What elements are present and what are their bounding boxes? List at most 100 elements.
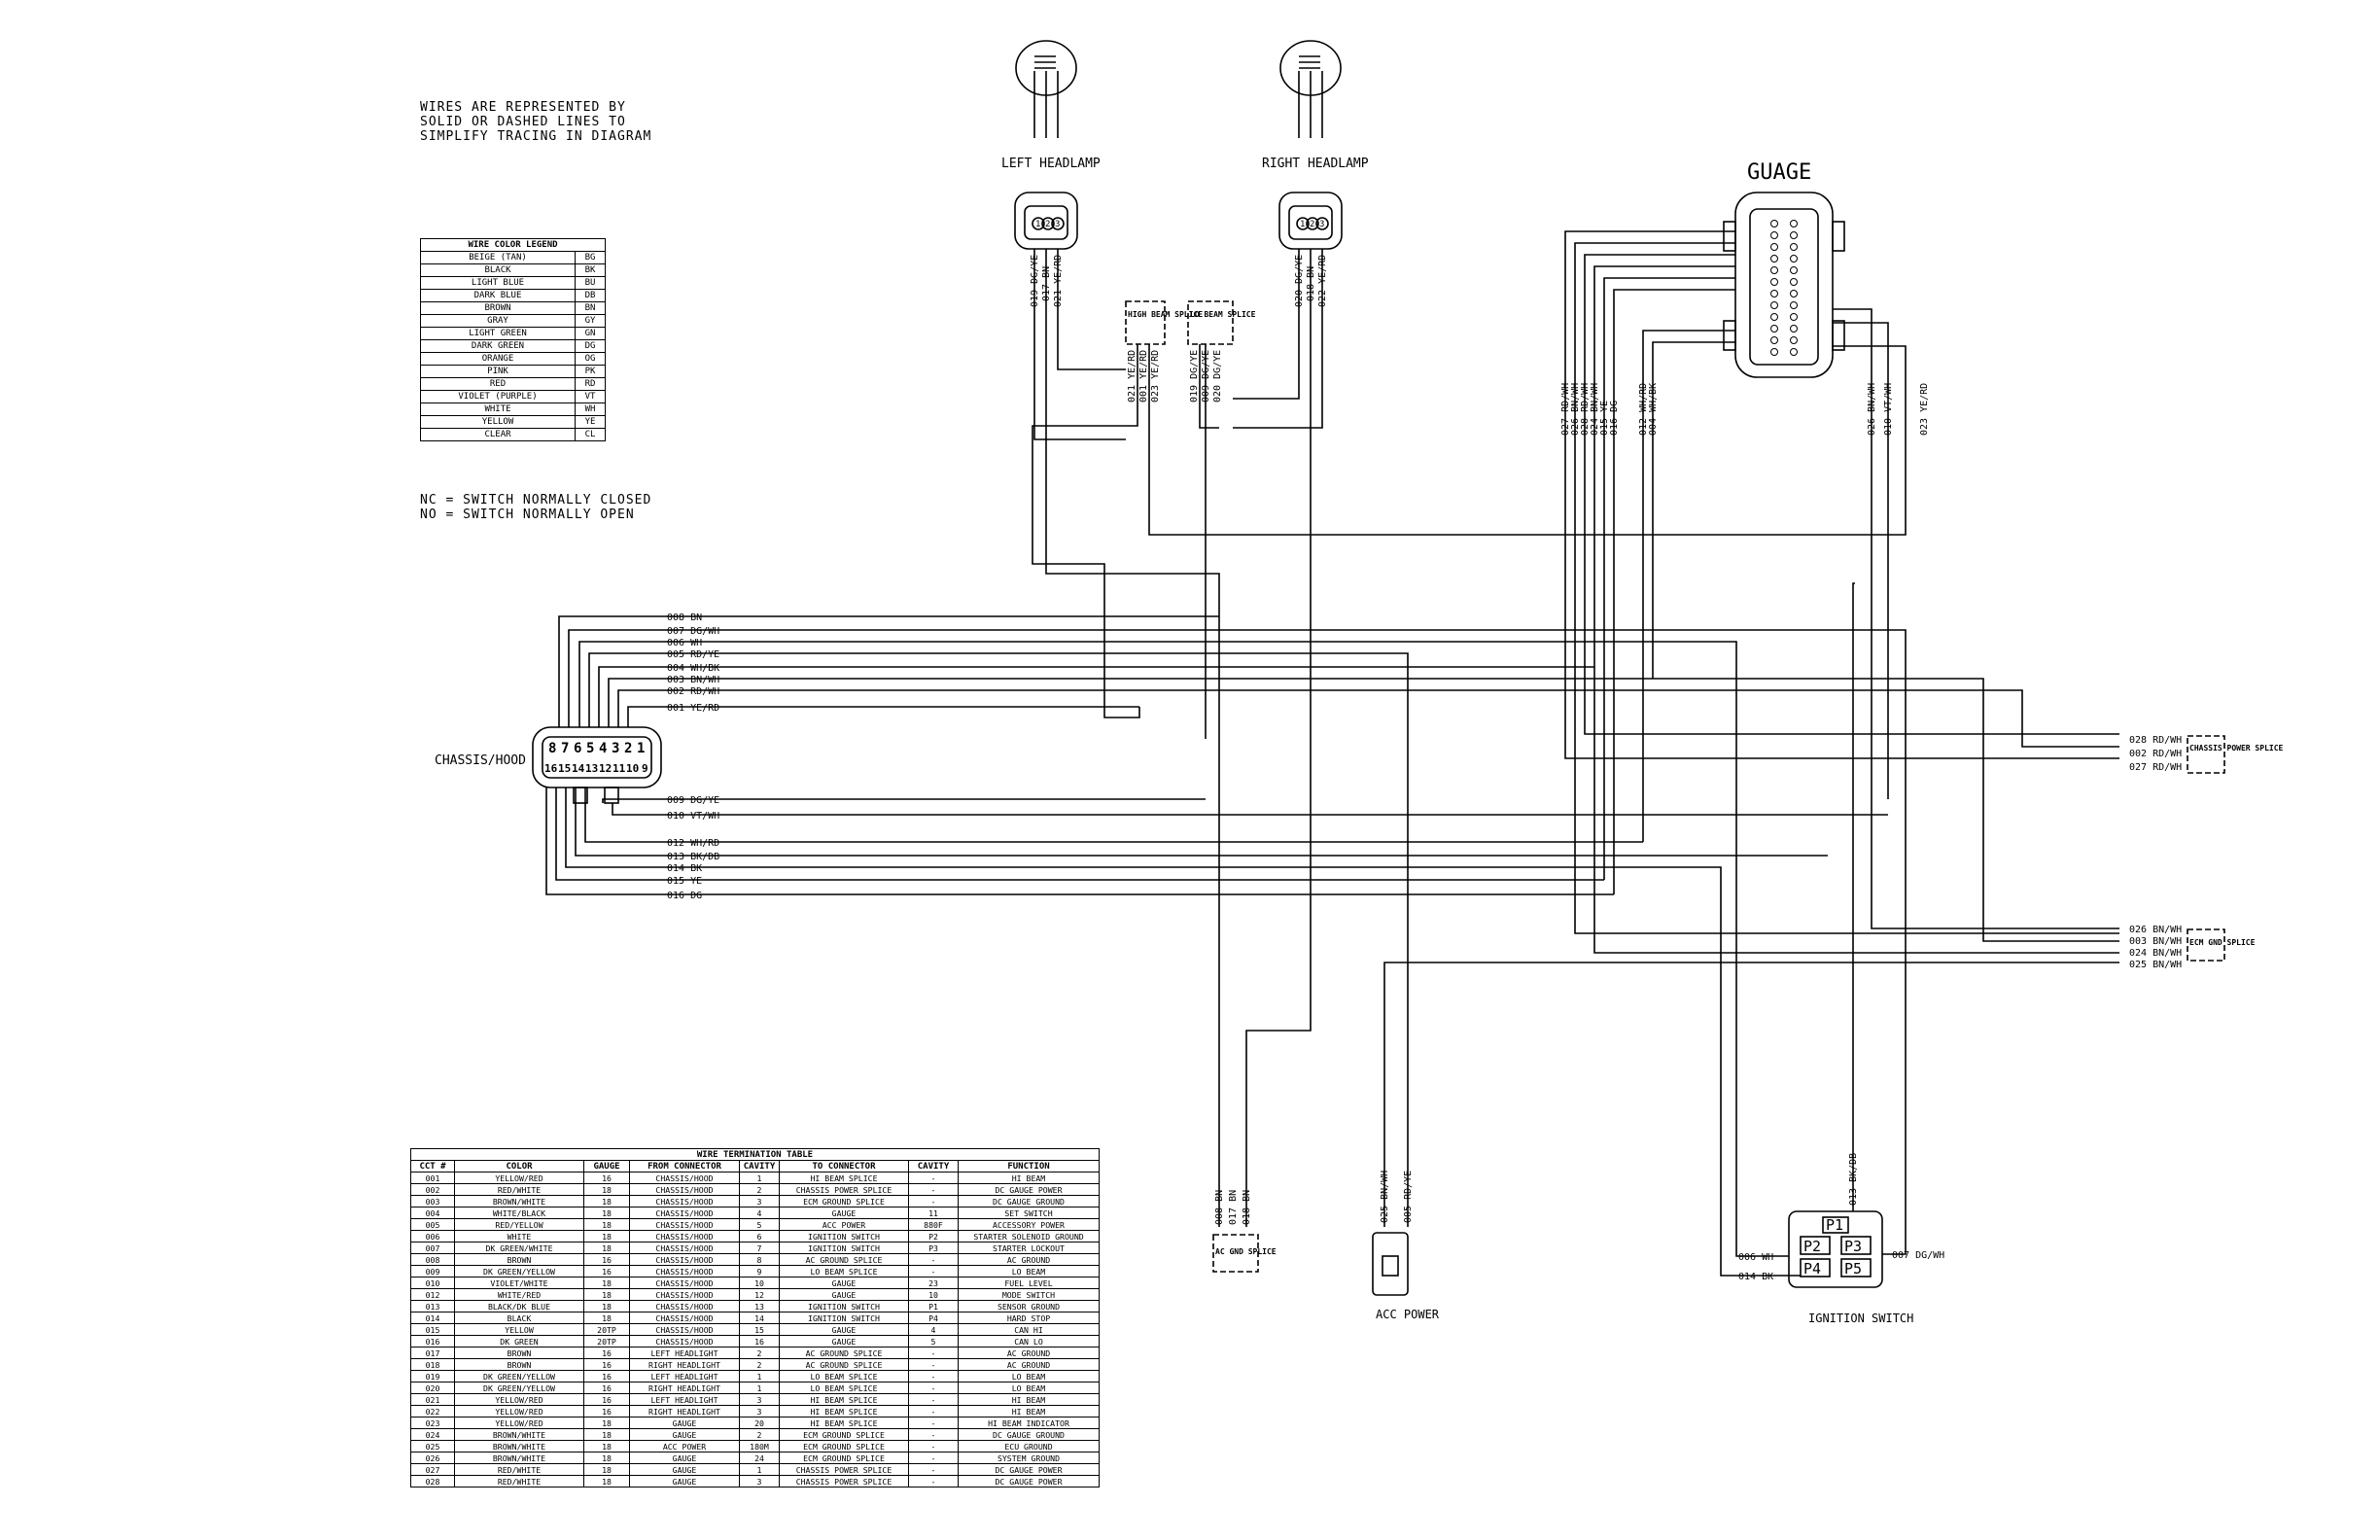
table-cell: 18 xyxy=(583,1183,630,1196)
table-cell: GAUGE xyxy=(779,1335,909,1348)
table-cell: 022 xyxy=(410,1405,455,1418)
switch-note: NC = SWITCH NORMALLY CLOSED NO = SWITCH … xyxy=(420,493,652,522)
legend-color-code: OG xyxy=(575,352,606,366)
wire-label-ign-006: 006 WH xyxy=(1738,1252,1773,1263)
table-cell: LO BEAM SPLICE xyxy=(779,1382,909,1394)
table-cell: P4 xyxy=(908,1312,959,1324)
wire-label-ch-013: 013 BK/DB xyxy=(667,852,719,862)
right-headlamp-symbol xyxy=(1278,40,1343,250)
table-cell: 18 xyxy=(583,1242,630,1254)
legend-color-name: CLEAR xyxy=(420,428,576,441)
chassis-hood-title: CHASSIS/HOOD xyxy=(435,753,526,768)
wire-label-g-015: 015 YE xyxy=(1599,401,1610,436)
table-cell: CHASSIS POWER SPLICE xyxy=(779,1475,909,1488)
table-cell: 5 xyxy=(739,1218,780,1231)
table-cell: HI BEAM SPLICE xyxy=(779,1405,909,1418)
legend-title: WIRE COLOR LEGEND xyxy=(420,238,606,252)
pin-8: 8 xyxy=(548,741,556,756)
wire-label-ign-013: 013 BK/DB xyxy=(1848,1153,1859,1206)
table-cell: 004 xyxy=(410,1207,455,1219)
table-cell: GAUGE xyxy=(629,1463,740,1476)
table-cell: SYSTEM GROUND xyxy=(958,1452,1100,1464)
table-cell: RIGHT HEADLIGHT xyxy=(629,1358,740,1371)
table-cell: 015 xyxy=(410,1323,455,1336)
table-cell: 16 xyxy=(583,1172,630,1184)
table-cell: - xyxy=(908,1440,959,1452)
table-cell: 18 xyxy=(583,1440,630,1452)
table-cell: GAUGE xyxy=(779,1323,909,1336)
table-cell: 006 xyxy=(410,1230,455,1242)
table-cell: 018 xyxy=(410,1358,455,1371)
table-cell: 5 xyxy=(908,1335,959,1348)
table-cell: 18 xyxy=(583,1300,630,1312)
table-cell: DC GAUGE POWER xyxy=(958,1183,1100,1196)
table-cell: 7 xyxy=(739,1242,780,1254)
table-cell: STARTER SOLENOID GROUND xyxy=(958,1230,1100,1242)
table-cell: 18 xyxy=(583,1428,630,1441)
table-cell: YELLOW/RED xyxy=(454,1417,584,1429)
table-cell: 8 xyxy=(739,1253,780,1266)
wire-label-hb-023: 023 YE/RD xyxy=(1150,350,1161,402)
pin-13: 13 xyxy=(585,762,598,775)
wire-label-acc-025: 025 BN/WH xyxy=(1380,1171,1390,1223)
table-cell: 20 xyxy=(739,1417,780,1429)
pin-5: 5 xyxy=(586,741,594,756)
table-cell: 014 xyxy=(410,1312,455,1324)
lh-pin-1: 1 xyxy=(1035,220,1040,229)
table-cell: BLACK xyxy=(454,1312,584,1324)
wire-label-ch-004: 004 WH/BK xyxy=(667,663,719,674)
wire-label-ac-018: 018 BN xyxy=(1242,1190,1252,1225)
wire-label-ch-005: 005 RD/YE xyxy=(667,649,719,660)
wire-label-ecm-024: 024 BN/WH xyxy=(2129,948,2182,959)
table-cell: 027 xyxy=(410,1463,455,1476)
table-cell: HI BEAM INDICATOR xyxy=(958,1417,1100,1429)
table-cell: 16 xyxy=(583,1405,630,1418)
table-cell: YELLOW xyxy=(454,1323,584,1336)
wire-label-lb-020: 020 DG/YE xyxy=(1212,350,1223,402)
termination-table-header: FROM CONNECTOR xyxy=(629,1160,740,1172)
table-cell: ECM GROUND SPLICE xyxy=(779,1452,909,1464)
wire-label-ch-010: 010 VT/WH xyxy=(667,811,719,822)
termination-table-header: CAVITY xyxy=(739,1160,780,1172)
table-cell: RED/WHITE xyxy=(454,1183,584,1196)
table-cell: HARD STOP xyxy=(958,1312,1100,1324)
wire-label-ecm-026: 026 BN/WH xyxy=(2129,925,2182,935)
table-cell: WHITE/BLACK xyxy=(454,1207,584,1219)
table-cell: 18 xyxy=(583,1417,630,1429)
ign-pin-p3: P3 xyxy=(1844,1238,1862,1255)
table-cell: GAUGE xyxy=(779,1207,909,1219)
table-cell: GAUGE xyxy=(779,1288,909,1301)
table-cell: 021 xyxy=(410,1393,455,1406)
wire-label-rh-018: 018 BN xyxy=(1306,266,1316,301)
table-cell: ACC POWER xyxy=(629,1440,740,1452)
wire-label-g-024: 024 BN/WH xyxy=(1590,383,1600,436)
legend-color-name: GRAY xyxy=(420,314,576,328)
table-cell: BROWN/WHITE xyxy=(454,1440,584,1452)
table-cell: P2 xyxy=(908,1230,959,1242)
table-cell: 023 xyxy=(410,1417,455,1429)
table-cell: 2 xyxy=(739,1347,780,1359)
table-cell: CHASSIS/HOOD xyxy=(629,1242,740,1254)
table-cell: CHASSIS/HOOD xyxy=(629,1195,740,1208)
ac-gnd-splice-label: AC GND SPLICE xyxy=(1215,1247,1277,1256)
table-cell: YELLOW/RED xyxy=(454,1172,584,1184)
table-cell: 16 xyxy=(583,1370,630,1382)
wire-label-ch-016: 016 DG xyxy=(667,891,702,901)
legend-color-code: PK xyxy=(575,365,606,378)
wire-label-ecm-003: 003 BN/WH xyxy=(2129,936,2182,947)
table-cell: 2 xyxy=(739,1428,780,1441)
table-cell: 9 xyxy=(739,1265,780,1278)
rh-pin-1: 1 xyxy=(1300,220,1305,229)
table-cell: LO BEAM xyxy=(958,1382,1100,1394)
